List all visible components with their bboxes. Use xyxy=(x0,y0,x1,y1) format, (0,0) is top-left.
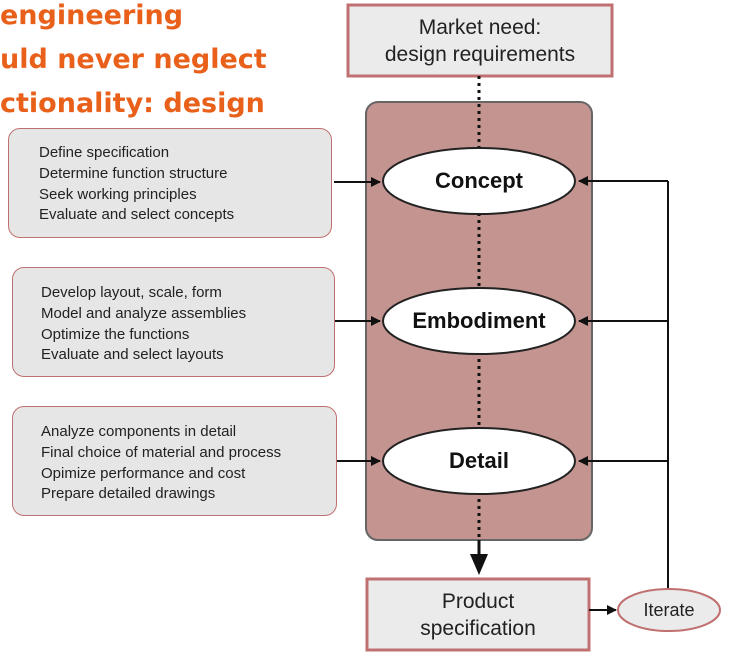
stage-label-concept: Concept xyxy=(435,168,523,193)
task-item: Final choice of material and process xyxy=(41,443,282,461)
iterate-label: Iterate xyxy=(643,599,695,620)
output-arrow-head xyxy=(470,554,488,575)
task-item: Define specification xyxy=(39,144,170,161)
task-item: Evaluate and select concepts xyxy=(39,206,235,224)
task-item: Determine function structure xyxy=(39,164,228,182)
task-item: Model and analyze assemblies xyxy=(41,304,247,322)
product-specification-box xyxy=(365,577,591,652)
market-need-line: design requirements xyxy=(384,42,576,66)
concept-tasks-box: Define specification Determine function … xyxy=(8,128,332,238)
task-item: Optimize the functions xyxy=(41,325,190,343)
iterate-ellipse xyxy=(617,588,721,632)
stage-ellipse-detail xyxy=(382,427,576,495)
embodiment-tasks-box: Develop layout, scale, form Model and an… xyxy=(12,267,335,377)
product-specification-line: specification xyxy=(420,616,536,640)
task-item: Analyze components in detail xyxy=(41,423,237,440)
stage-ellipse-embodiment xyxy=(382,287,576,355)
detail-tasks-box: Analyze components in detail Final choic… xyxy=(12,406,337,516)
task-item: Develop layout, scale, form xyxy=(41,284,222,301)
market-need-box xyxy=(346,3,614,78)
heading-line: engineering xyxy=(0,0,184,31)
market-need-line: Market need: xyxy=(418,15,542,39)
slide-heading: engineering uld never neglect ctionality… xyxy=(0,0,267,126)
heading-line: ctionality: design xyxy=(0,88,265,119)
task-item: Seek working principles xyxy=(39,185,197,203)
heading-line: uld never neglect xyxy=(0,44,267,75)
task-item: Prepare detailed drawings xyxy=(41,485,216,503)
task-item: Evaluate and select layouts xyxy=(41,346,224,364)
stage-ellipse-concept xyxy=(382,147,576,215)
stage-label-embodiment: Embodiment xyxy=(412,308,546,333)
product-specification-line: Product xyxy=(441,589,515,613)
stage-label-detail: Detail xyxy=(449,448,509,473)
task-item: Opimize performance and cost xyxy=(41,464,246,482)
market-need-label: Market need: design requirements xyxy=(348,5,612,76)
product-specification-label: Product specification xyxy=(367,579,589,650)
